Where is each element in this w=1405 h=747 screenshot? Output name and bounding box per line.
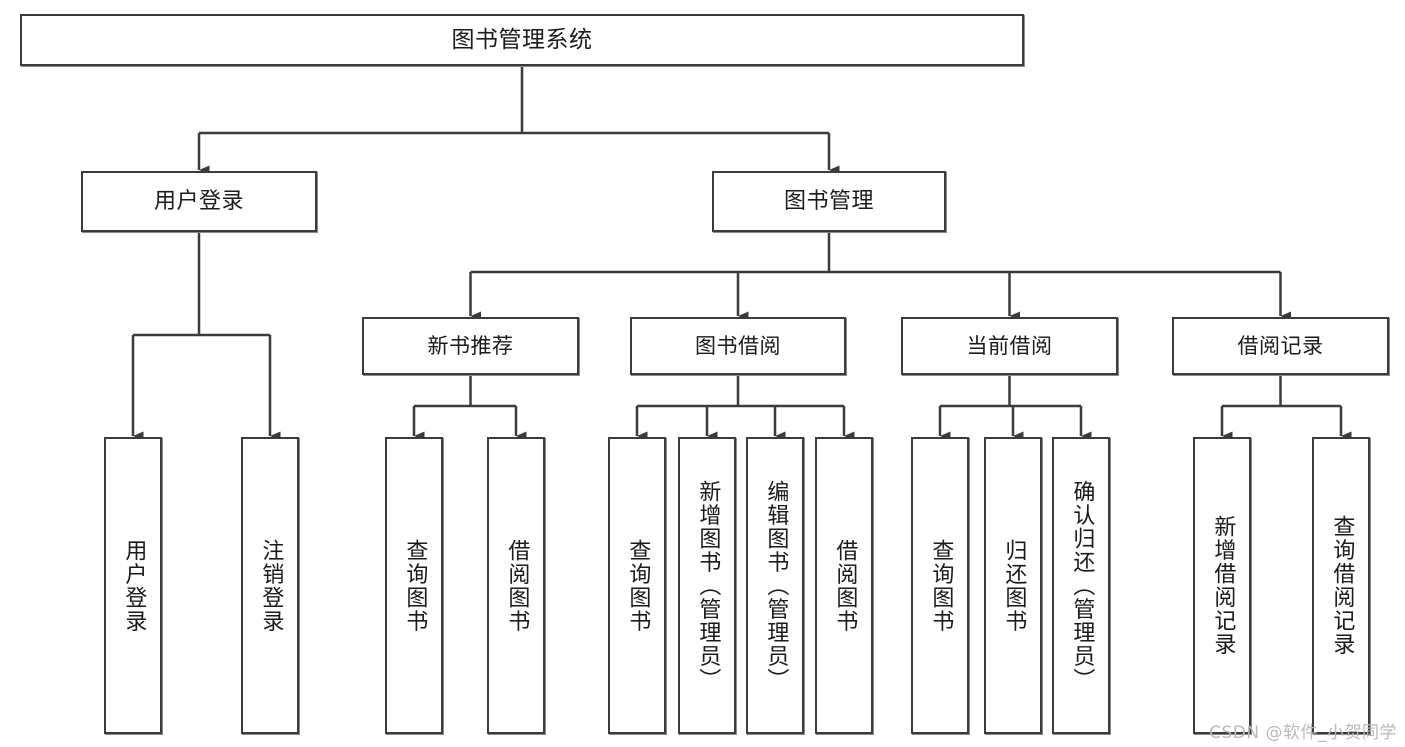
node-label-leaf-query-book-3: 查询图书	[928, 538, 954, 633]
node-leaf-query-book-1[interactable]: 查询图书	[385, 437, 443, 734]
node-label-current-borrow: 当前借阅	[966, 333, 1053, 358]
node-label-root: 图书管理系统	[451, 26, 593, 53]
node-label-leaf-query-book-2: 查询图书	[625, 538, 651, 633]
node-borrow-record[interactable]: 借阅记录	[1172, 317, 1389, 375]
node-book-borrow[interactable]: 图书借阅	[630, 317, 846, 375]
node-label-user-login: 用户登录	[153, 188, 244, 214]
node-leaf-confirm-return[interactable]: 确认归还（管理员）	[1052, 437, 1110, 734]
node-label-leaf-add-book: 新增图书（管理员）	[695, 479, 721, 692]
node-leaf-user-login[interactable]: 用户登录	[104, 437, 162, 734]
node-leaf-return-book[interactable]: 归还图书	[984, 437, 1042, 734]
node-user-login[interactable]: 用户登录	[81, 171, 317, 232]
node-label-leaf-query-record: 查询借阅记录	[1329, 515, 1355, 656]
node-leaf-add-book[interactable]: 新增图书（管理员）	[678, 437, 736, 734]
node-leaf-borrow-book-2[interactable]: 借阅图书	[815, 437, 873, 734]
node-label-borrow-record: 借阅记录	[1237, 333, 1324, 358]
node-leaf-user-logout[interactable]: 注销登录	[241, 437, 299, 734]
node-leaf-edit-book[interactable]: 编辑图书（管理员）	[746, 437, 804, 734]
node-label-book-management: 图书管理	[783, 188, 874, 214]
node-label-leaf-user-login: 用户登录	[121, 538, 147, 633]
node-new-book-recommend[interactable]: 新书推荐	[362, 317, 579, 375]
node-label-new-book-recommend: 新书推荐	[427, 333, 514, 358]
node-leaf-query-record[interactable]: 查询借阅记录	[1312, 437, 1370, 734]
node-label-leaf-query-book-1: 查询图书	[402, 538, 428, 633]
node-current-borrow[interactable]: 当前借阅	[901, 317, 1118, 375]
node-label-leaf-confirm-return: 确认归还（管理员）	[1069, 479, 1095, 692]
node-label-leaf-user-logout: 注销登录	[258, 538, 284, 633]
node-label-leaf-return-book: 归还图书	[1001, 538, 1027, 633]
node-label-leaf-borrow-book-2: 借阅图书	[832, 538, 858, 633]
node-leaf-query-book-3[interactable]: 查询图书	[911, 437, 969, 734]
node-label-leaf-edit-book: 编辑图书（管理员）	[763, 479, 789, 692]
node-label-leaf-add-record: 新增借阅记录	[1210, 515, 1236, 656]
node-label-leaf-borrow-book-1: 借阅图书	[504, 538, 530, 633]
node-leaf-add-record[interactable]: 新增借阅记录	[1193, 437, 1251, 734]
node-book-management[interactable]: 图书管理	[712, 171, 946, 232]
watermark-text: CSDN @软件_小贺同学	[1209, 723, 1397, 743]
node-leaf-borrow-book-1[interactable]: 借阅图书	[487, 437, 545, 734]
node-label-book-borrow: 图书借阅	[695, 333, 781, 358]
node-leaf-query-book-2[interactable]: 查询图书	[608, 437, 666, 734]
node-root[interactable]: 图书管理系统	[20, 14, 1024, 66]
